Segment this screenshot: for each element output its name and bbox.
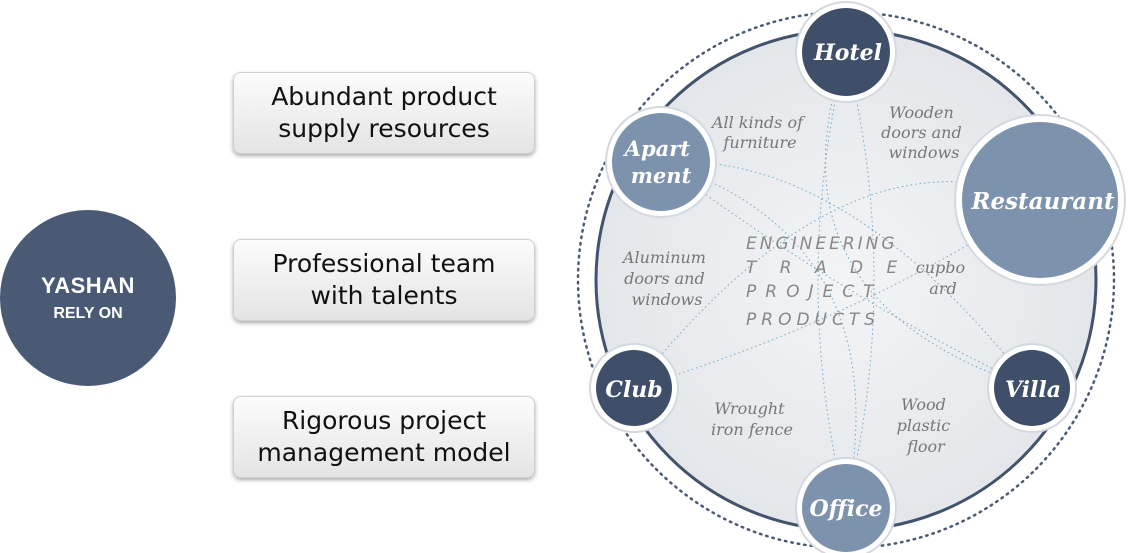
advantage-professional-team: Professional team with talents xyxy=(233,239,535,321)
advantage-line: management model xyxy=(257,438,511,467)
center-label-engineering: ENGINEERING xyxy=(746,234,898,254)
brand-tagline: RELY ON xyxy=(53,305,123,322)
center-label-project: PROJECT xyxy=(746,282,882,302)
node-club-label: Club xyxy=(605,377,662,403)
advantage-management-model: Rigorous project management model xyxy=(233,396,535,478)
node-villa: Villa xyxy=(987,343,1077,433)
category-iron-fence: Wrought iron fence xyxy=(711,399,793,439)
advantage-supply-resources: Abundant product supply resources xyxy=(233,72,535,154)
category-cupboard: cupbo ard xyxy=(916,258,970,298)
node-villa-label: Villa xyxy=(1005,377,1061,403)
node-office-label: Office xyxy=(809,496,882,522)
brand-name: YASHAN xyxy=(41,273,135,298)
center-label-trade: T R A D E xyxy=(746,258,906,278)
node-apartment-label: Apart ment xyxy=(623,136,698,188)
advantage-line: supply resources xyxy=(278,114,490,143)
advantage-line: with talents xyxy=(310,281,458,310)
advantage-line: Professional team xyxy=(272,249,496,278)
advantage-line: Rigorous project xyxy=(281,406,487,435)
category-furniture: All kinds of furniture xyxy=(710,113,808,152)
category-wpc-floor: Wood plastic floor xyxy=(897,395,956,456)
brand-circle: YASHAN RELY ON xyxy=(0,210,176,386)
node-office: Office xyxy=(795,457,897,553)
center-label-products: PRODUCTS xyxy=(746,310,880,330)
category-aluminum-doors: Aluminum doors and windows xyxy=(621,248,711,309)
advantage-line: Abundant product xyxy=(271,82,497,111)
node-club: Club xyxy=(589,343,679,433)
node-restaurant-label: Restaurant xyxy=(970,188,1115,215)
node-restaurant: Restaurant xyxy=(954,114,1126,286)
category-wooden-doors: Wooden doors and windows xyxy=(881,103,967,162)
node-apartment: Apart ment xyxy=(605,106,717,218)
node-hotel-label: Hotel xyxy=(813,40,882,66)
node-hotel: Hotel xyxy=(795,1,897,103)
